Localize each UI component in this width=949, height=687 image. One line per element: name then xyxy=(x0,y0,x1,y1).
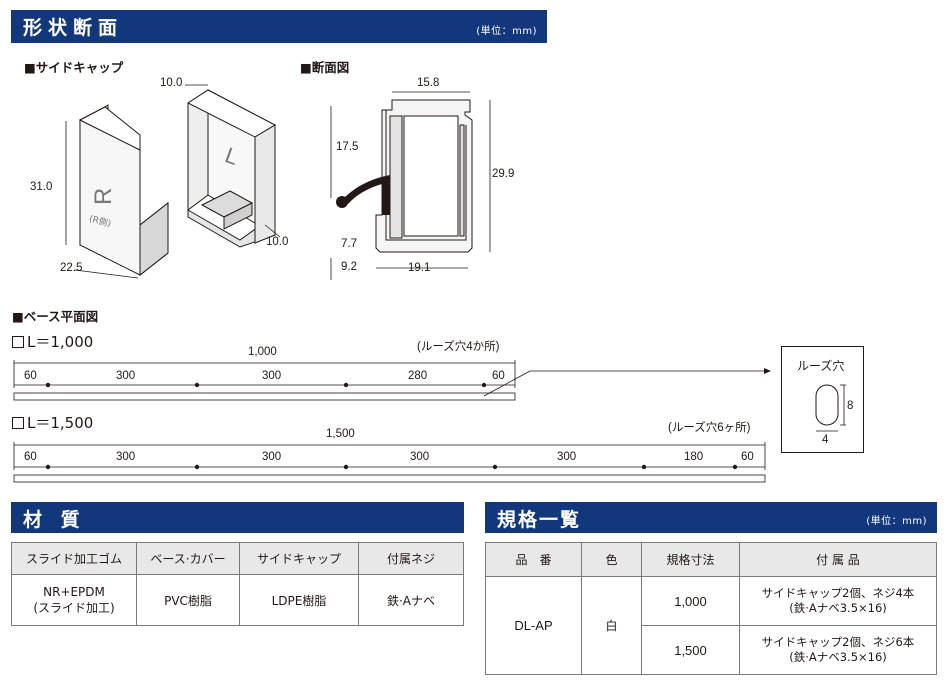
side-cap-heading: ■サイドキャップ xyxy=(24,60,124,75)
base-l1000-note: (ルーズ穴4か所) xyxy=(417,341,500,353)
loose-hole-slot xyxy=(815,384,839,426)
base-plan-heading: ■ベース平面図 xyxy=(12,309,99,324)
material-header-rubber: スライド加工ゴム xyxy=(11,542,137,575)
cross-section-dim-d2: 9.2 xyxy=(341,261,357,273)
base-l1500-seg-3: 300 xyxy=(262,451,282,463)
side-cap-dim-width: 22.5 xyxy=(60,262,83,274)
spec-size-1500: 1,500 xyxy=(641,625,740,675)
spec-unit: (単位：mm) xyxy=(866,516,927,527)
spec-header-size: 規格寸法 xyxy=(641,542,740,577)
base-l1000-drawing xyxy=(13,360,771,401)
cross-section-dim-width-top: 15.8 xyxy=(417,77,440,89)
base-l1500-bar xyxy=(13,474,766,483)
material-base: PVC樹脂 xyxy=(136,574,240,626)
base-l1500-seg-2: 300 xyxy=(116,451,136,463)
spec-banner: 規格一覧 (単位：mm) xyxy=(485,502,937,533)
cross-section-heading: ■断面図 xyxy=(300,60,350,75)
base-l1000-label: L＝1,000 xyxy=(12,331,93,352)
loose-hole-drawing xyxy=(815,384,846,432)
cross-section-dim-height-total: 29.9 xyxy=(492,168,515,180)
material-header-screw: 付属ネジ xyxy=(358,542,464,575)
base-l1500-total: 1,500 xyxy=(326,428,355,440)
base-l1000-seg-1: 60 xyxy=(24,370,37,382)
base-l1500-seg-1: 60 xyxy=(24,451,37,463)
cross-section-rubber xyxy=(342,175,390,215)
spec-header-product: 品 番 xyxy=(485,542,582,577)
base-l1500-seg-5: 300 xyxy=(557,451,577,463)
side-cap-drawing: R (R側) L xyxy=(65,84,281,279)
spec-table: 品 番 色 規格寸法 付 属 品 DL-AP 白 1,000 サイドキャップ2個… xyxy=(485,542,937,675)
side-cap-letter-r: R xyxy=(90,188,117,205)
cross-section-dim-width-bottom: 19.1 xyxy=(408,262,431,274)
shape-section-unit: (単位：mm) xyxy=(476,26,537,37)
spec-title: 規格一覧 xyxy=(497,509,582,531)
base-l1500-note: (ルーズ穴6ヶ所) xyxy=(668,422,751,434)
base-l1500-label-text: L＝1,500 xyxy=(27,414,94,432)
material-rubber: NR+EPDM (スライド加工) xyxy=(11,574,137,626)
spec-color: 白 xyxy=(581,576,642,675)
base-l1000-seg-2: 300 xyxy=(116,370,136,382)
material-header-base: ベース·カバー xyxy=(136,542,240,575)
loose-hole-title: ルーズ穴 xyxy=(797,359,845,373)
shape-section-banner: 形状断面 (単位：mm) xyxy=(11,10,547,43)
material-title: 材 質 xyxy=(23,509,86,531)
cross-section-dim-d1: 7.7 xyxy=(341,238,357,250)
spec-accessory-1500: サイドキャップ2個、ネジ6本 (鉄·Aナベ3.5×16) xyxy=(739,625,937,675)
side-cap-dim-height: 31.0 xyxy=(30,181,53,193)
material-header-side-cap: サイドキャップ xyxy=(239,542,359,575)
side-cap-dim-depth: 10.0 xyxy=(266,236,289,248)
spec-size-1000: 1,000 xyxy=(641,576,740,626)
loose-hole-height: 8 xyxy=(847,400,854,412)
base-l1000-seg-5: 60 xyxy=(492,370,505,382)
side-cap-r xyxy=(78,104,169,277)
base-l1500-seg-4: 300 xyxy=(410,451,430,463)
loose-hole-width: 4 xyxy=(822,434,829,446)
base-l1500-drawing xyxy=(13,442,766,483)
side-cap-l xyxy=(187,89,277,248)
base-l1500-seg-7: 60 xyxy=(741,451,754,463)
material-side-cap: LDPE樹脂 xyxy=(239,574,359,626)
side-cap-dim-top: 10.0 xyxy=(160,77,183,89)
spec-accessory-1000: サイドキャップ2個、ネジ4本 (鉄·Aナベ3.5×16) xyxy=(739,576,937,626)
loose-hole-box: ルーズ穴 xyxy=(781,346,864,453)
shape-section-title: 形状断面 xyxy=(23,17,124,39)
cross-section-dim-height-upper: 17.5 xyxy=(336,141,359,153)
base-l1500-label: L＝1,500 xyxy=(12,412,93,433)
base-l1000-bar xyxy=(13,392,516,401)
base-l1000-label-text: L＝1,000 xyxy=(27,333,94,351)
base-l1000-seg-4: 280 xyxy=(408,370,428,382)
spec-header-accessory: 付 属 品 xyxy=(739,542,937,577)
material-screw: 鉄·Aナベ xyxy=(358,574,464,626)
base-l1000-total: 1,000 xyxy=(248,346,277,358)
material-table: スライド加工ゴム ベース·カバー サイドキャップ 付属ネジ NR+EPDM (ス… xyxy=(11,542,464,626)
spec-header-color: 色 xyxy=(581,542,642,577)
base-l1000-seg-3: 300 xyxy=(262,370,282,382)
base-l1500-seg-6: 180 xyxy=(684,451,704,463)
cross-section-drawing xyxy=(330,91,491,280)
material-banner: 材 質 xyxy=(11,502,464,533)
spec-product: DL-AP xyxy=(485,576,582,675)
